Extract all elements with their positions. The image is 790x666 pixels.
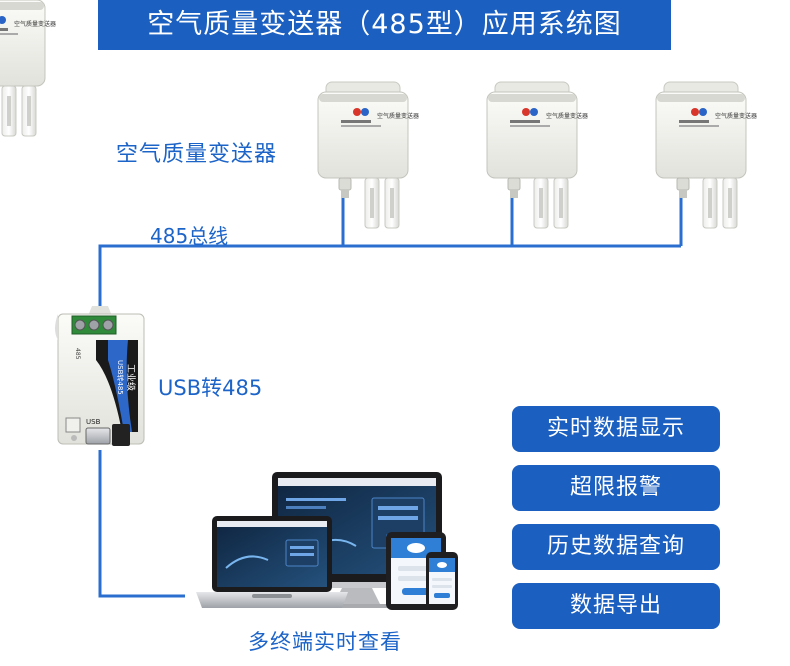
- feature-data-export: 数据导出: [512, 583, 720, 629]
- terminals-label: 多终端实时查看: [248, 630, 402, 654]
- feature-over-limit-alarm: 超限报警: [512, 465, 720, 511]
- bus-wire: [98, 196, 683, 598]
- sensor-device-3: [655, 81, 758, 229]
- converter-label: USB转485: [158, 376, 263, 400]
- laptop-device: [196, 516, 348, 608]
- converter-model-text: USB转485: [116, 360, 125, 395]
- page-title: 空气质量变送器（485型）应用系统图: [98, 0, 671, 50]
- svg-text:空气质量变送器: 空气质量变送器: [14, 20, 56, 28]
- converter-name-text: 工业级: [125, 364, 137, 391]
- phone-device: [426, 552, 458, 610]
- sensor-device-1: [317, 81, 420, 229]
- feature-history-query: 历史数据查询: [512, 524, 720, 570]
- feature-realtime-display: 实时数据显示: [512, 406, 720, 452]
- sensor-label: 空气质量变送器: [116, 142, 278, 167]
- converter-sub-text: 485: [74, 348, 81, 360]
- sensor-device-2: [486, 81, 589, 229]
- bus-label: 485总线: [150, 224, 229, 248]
- converter-port-text: USB: [86, 418, 101, 426]
- usb-485-converter-device: 工业级 USB转485 485 USB: [55, 306, 145, 446]
